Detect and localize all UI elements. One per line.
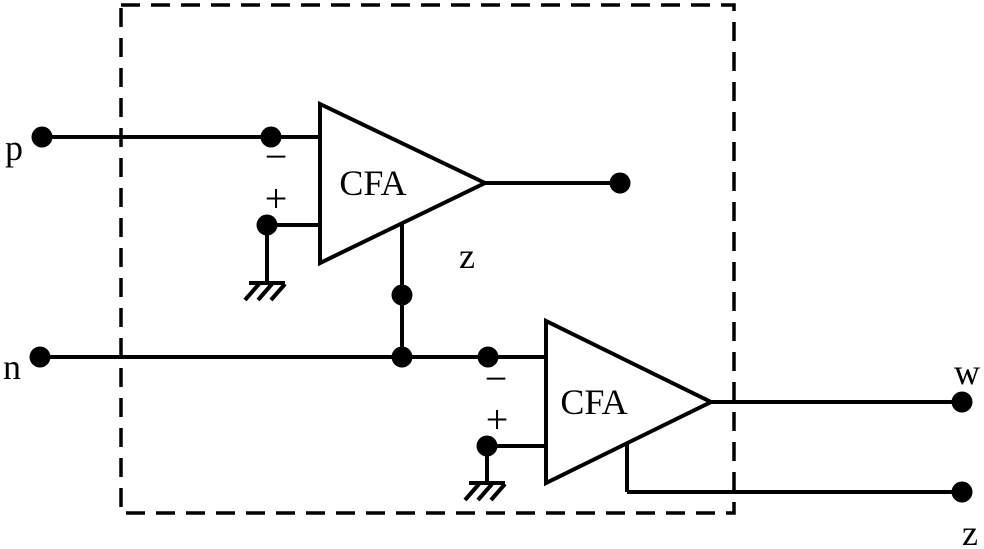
ground-symbol-cfa2	[463, 481, 507, 502]
cfa2-label: CFA	[560, 382, 627, 422]
terminal-label-p: p	[5, 128, 23, 168]
dashed-boundary-box	[119, 3, 736, 515]
terminal-dot-w	[951, 391, 973, 413]
cfa1-inverting-sign: −	[265, 134, 288, 179]
node-dot-cfa1-z	[391, 284, 413, 306]
cfa1-noninverting-sign: +	[265, 176, 288, 221]
cfa2-triangle	[544, 317, 716, 487]
cfa2-inverting-sign: −	[485, 356, 508, 401]
node-dot-cfa2-inverting	[477, 346, 499, 368]
cfa1-triangle	[318, 100, 490, 267]
node-dot-cfa1-inverting	[260, 126, 282, 148]
cfa1-label: CFA	[339, 163, 406, 203]
terminal-label-w: w	[954, 352, 980, 392]
terminal-label-n: n	[3, 347, 21, 387]
terminal-dot-n	[29, 346, 51, 368]
node-label-z: z	[459, 236, 475, 276]
node-dot-cfa2-noninverting	[476, 435, 498, 457]
ground-symbol-cfa1	[243, 281, 287, 302]
terminal-dot-p	[31, 126, 53, 148]
node-dot-cfa1-output	[609, 172, 631, 194]
node-dot-cfa1-noninverting	[256, 214, 278, 236]
terminal-dot-z	[951, 481, 973, 503]
junction-dot-z-n	[391, 346, 413, 368]
terminal-label-z-out: z	[962, 513, 978, 549]
cfa2-noninverting-sign: +	[486, 397, 509, 442]
